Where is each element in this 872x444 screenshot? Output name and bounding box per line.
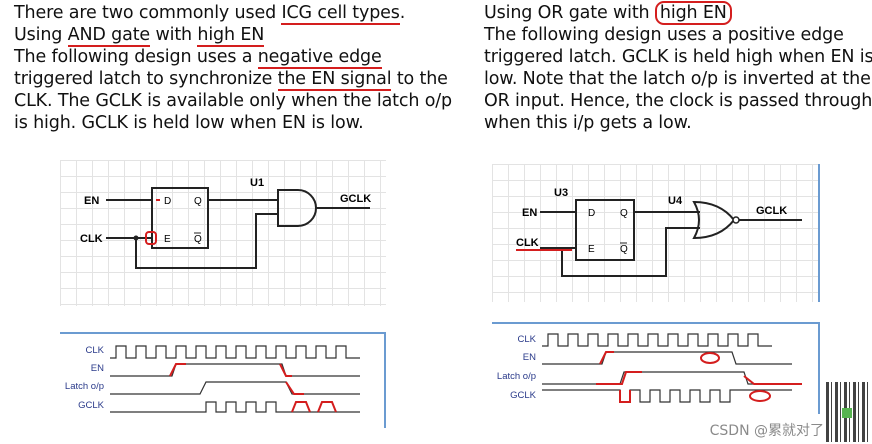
right-latch-waveform (542, 371, 792, 385)
high-en-circled: high EN (654, 1, 732, 25)
left-latch-qb-label: Q (194, 234, 202, 245)
icg-cell-types-highlight: ICG cell types (281, 3, 400, 25)
and-gate-highlight: AND gate (67, 25, 151, 47)
left-gclk-label: GCLK (340, 193, 371, 205)
left-en-red-mark (169, 363, 186, 377)
left-wave-label-en: EN (91, 363, 104, 374)
left-gclk-red-mark (291, 401, 337, 413)
right-clk-waveform (542, 333, 772, 347)
left-gclk-waveform (110, 401, 360, 413)
left-schematic-svg: EN CLK D Q E Q U1 GCLK (80, 177, 371, 269)
left-waveform-panel: CLK EN Latch o/p GCLK (60, 332, 386, 428)
right-latch-box (575, 199, 635, 261)
right-latch-d-label: D (588, 208, 595, 219)
right-clk-label: CLK (516, 237, 539, 249)
left-en-fall-red-mark (279, 363, 292, 377)
right-waveform-svg: CLK EN Latch o/p GCLK (497, 333, 802, 403)
left-latch-q-label: Q (194, 196, 202, 207)
left-schematic-panel: EN CLK D Q E Q U1 GCLK (60, 160, 386, 306)
left-wave-label-latch: Latch o/p (65, 381, 104, 392)
left-junction-dot (133, 235, 139, 241)
right-waveform-panel: CLK EN Latch o/p GCLK (492, 322, 820, 414)
right-schematic-svg: EN CLK U3 D Q E Q U4 GCLK (516, 187, 802, 277)
left-latch-e-label: E (164, 234, 171, 245)
right-latch-e-label: E (588, 244, 595, 255)
left-wave-label-clk: CLK (86, 345, 105, 356)
right-latch-qb-label: Q (620, 244, 628, 255)
left-and-gate (277, 189, 317, 227)
right-wave-label-gclk: GCLK (510, 390, 537, 401)
left-latch-red-mark (285, 381, 304, 395)
right-en-waveform (542, 351, 792, 365)
right-text-line-2: The following design uses a positive edg… (484, 25, 844, 45)
left-neg-edge-bubble-mark (145, 231, 157, 245)
left-waveform-svg: CLK EN Latch o/p GCLK (65, 345, 360, 413)
right-text-line-1: Using OR gate with high EN (484, 1, 872, 25)
en-signal-highlight: the EN signal (277, 69, 392, 91)
left-en-label: EN (84, 195, 99, 207)
left-text-line-3: The following design uses a negative edg… (14, 47, 382, 69)
left-latch-box (151, 187, 209, 249)
left-clk-waveform (110, 345, 360, 359)
left-en-waveform (110, 363, 360, 377)
right-en-red-circle (700, 352, 720, 364)
left-text-line-4: triggered latch to synchronize the EN si… (14, 69, 448, 91)
right-schematic-panel: EN CLK U3 D Q E Q U4 GCLK (492, 164, 820, 302)
right-text-line-3: triggered latch. GCLK is held high when … (484, 47, 872, 67)
right-clk-feedthrough-wire (561, 227, 700, 277)
right-text-line-6: when this i/p gets a low. (484, 113, 692, 133)
right-or-gate (692, 200, 736, 240)
right-en-label: EN (522, 207, 537, 219)
right-latch-red-fall (743, 375, 802, 385)
left-wave-label-gclk: GCLK (78, 400, 105, 411)
left-clk-feedthrough-wire (135, 213, 278, 269)
left-gate-label: U1 (250, 177, 264, 189)
negative-edge-highlight: negative edge (257, 47, 382, 69)
left-latch-waveform (110, 381, 360, 395)
left-text-line-1: There are two commonly used ICG cell typ… (14, 3, 406, 25)
left-text-line-5: CLK. The GCLK is available only when the… (14, 91, 452, 111)
left-latch-d-label: D (164, 196, 171, 207)
right-gate-label: U4 (668, 195, 683, 207)
left-text-block: There are two commonly used ICG cell typ… (14, 2, 452, 134)
csdn-watermark: CSDN @累就对了 (709, 423, 824, 439)
right-wave-label-en: EN (523, 352, 536, 363)
left-clk-label: CLK (80, 233, 103, 245)
right-text-line-5: OR input. Hence, the clock is passed thr… (484, 91, 872, 111)
right-wave-label-clk: CLK (518, 334, 537, 345)
right-gclk-red-circle (749, 390, 771, 402)
right-en-red-mark (599, 351, 614, 365)
right-latch-red-mark (596, 371, 642, 385)
right-gclk-label: GCLK (756, 205, 787, 217)
high-en-highlight: high EN (197, 25, 265, 47)
right-gclk-waveform (542, 389, 792, 403)
right-text-line-4: low. Note that the latch o/p is inverted… (484, 69, 871, 89)
right-latch-label: U3 (554, 187, 568, 199)
right-gclk-red-mark (619, 390, 631, 403)
left-text-line-2: Using AND gate with high EN (14, 25, 265, 47)
qr-code-icon (826, 382, 870, 442)
right-latch-q-label: Q (620, 208, 628, 219)
left-text-line-6: is high. GCLK is held low when EN is low… (14, 113, 364, 133)
right-text-block: Using OR gate with high EN The following… (484, 1, 872, 134)
right-or-bubble (732, 216, 740, 224)
right-wave-label-latch: Latch o/p (497, 371, 536, 382)
